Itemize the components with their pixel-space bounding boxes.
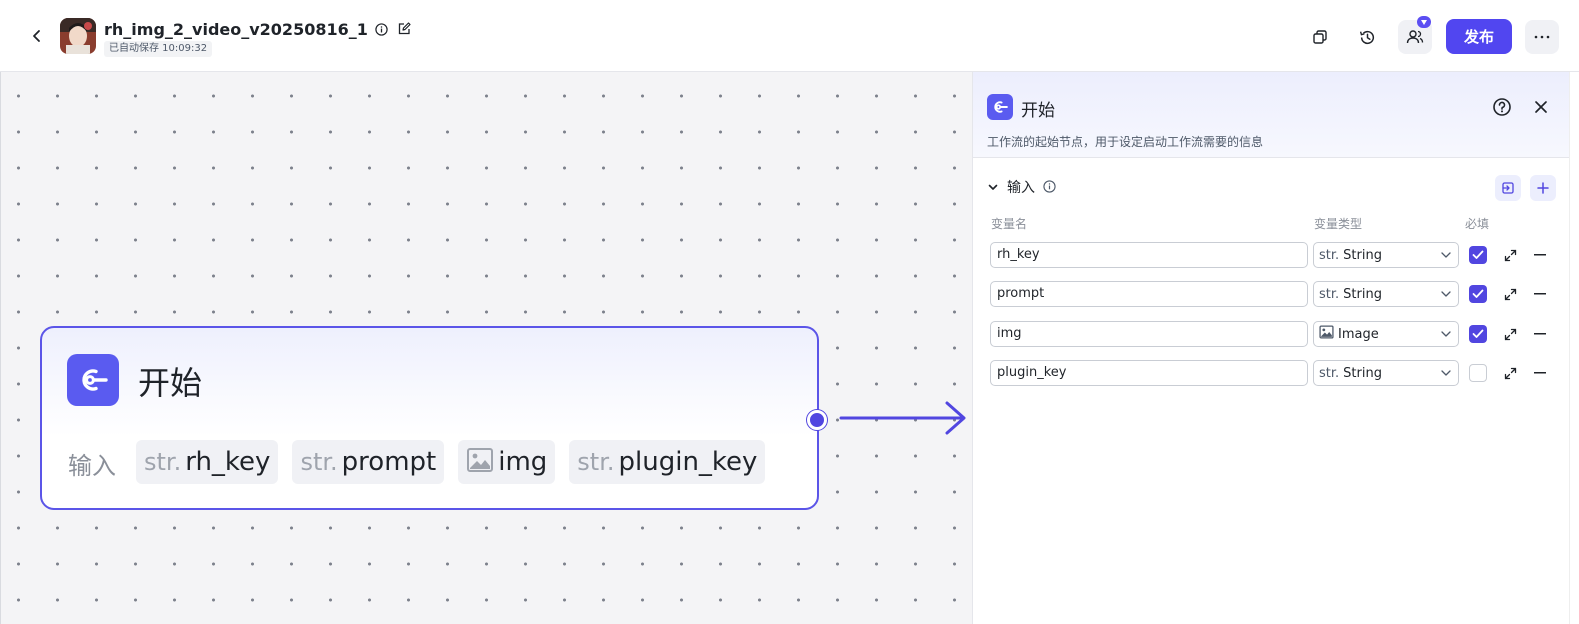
close-icon[interactable] [1530, 96, 1552, 118]
node-output-port[interactable] [807, 410, 827, 430]
variable-row: prompt str. String [973, 281, 1570, 307]
expand-icon[interactable] [1502, 286, 1518, 302]
string-type-label: str. [577, 448, 615, 476]
copy-icon[interactable] [1303, 20, 1337, 54]
image-icon [1319, 325, 1334, 343]
required-checkbox[interactable] [1469, 364, 1487, 382]
col-header-required: 必填 [1465, 217, 1490, 231]
node-settings-panel: 开始 工作流的起始节点，用于设定启动工作流需要的信息 输入 变量名 变量类型 必… [972, 72, 1579, 624]
col-header-type: 变量类型 [1314, 217, 1363, 231]
variable-row: rh_key str. String [973, 242, 1570, 268]
edit-icon[interactable] [396, 21, 412, 37]
variable-name-input[interactable]: prompt [990, 281, 1308, 307]
workflow-avatar [60, 18, 96, 54]
help-icon[interactable] [1491, 96, 1513, 118]
plus-icon [1537, 182, 1549, 194]
remove-icon[interactable] [1532, 326, 1548, 342]
more-icon[interactable] [1525, 20, 1559, 54]
input-section-title: 输入 [1007, 180, 1035, 196]
expand-icon[interactable] [1502, 247, 1518, 263]
string-type-label: str. [1319, 365, 1340, 381]
remove-icon[interactable] [1532, 365, 1548, 381]
string-type-label: str. [144, 448, 182, 476]
title-row: rh_img_2_video_v20250816_1 [104, 18, 412, 40]
connection-arrow[interactable] [839, 400, 971, 438]
workflow-canvas[interactable]: 开始 输入 str. rh_key str. prompt img str. p… [0, 72, 972, 624]
chevron-down-icon [1440, 288, 1452, 304]
string-type-label: str. [300, 448, 338, 476]
collaborators-button[interactable] [1398, 16, 1432, 54]
variable-type-select[interactable]: Image [1313, 321, 1459, 347]
variable-name-input[interactable]: plugin_key [990, 360, 1308, 386]
required-checkbox[interactable] [1469, 325, 1487, 343]
workflow-title: rh_img_2_video_v20250816_1 [104, 19, 368, 39]
import-icon[interactable] [1495, 175, 1521, 201]
users-icon [1406, 30, 1424, 44]
panel-description: 工作流的起始节点，用于设定启动工作流需要的信息 [987, 135, 1264, 149]
node-title: 开始 [138, 364, 203, 402]
variable-type-select[interactable]: str. String [1313, 242, 1459, 268]
publish-button[interactable]: 发布 [1446, 19, 1512, 54]
info-icon[interactable] [1043, 178, 1056, 197]
chevron-down-icon[interactable] [987, 178, 999, 197]
variable-row: plugin_key str. String [973, 360, 1570, 386]
back-icon[interactable] [27, 26, 47, 46]
remove-icon[interactable] [1532, 286, 1548, 302]
expand-icon[interactable] [1502, 326, 1518, 342]
variable-name-input[interactable]: rh_key [990, 242, 1308, 268]
string-type-label: str. [1319, 247, 1340, 263]
expand-icon[interactable] [1502, 365, 1518, 381]
variable-type-select[interactable]: str. String [1313, 360, 1459, 386]
variable-type-select[interactable]: str. String [1313, 281, 1459, 307]
info-icon[interactable] [374, 21, 390, 37]
start-node-icon [67, 354, 119, 406]
string-type-label: str. [1319, 286, 1340, 302]
add-variable-button[interactable] [1530, 175, 1556, 201]
start-node-icon [987, 94, 1013, 120]
panel-title: 开始 [1021, 101, 1055, 121]
node-input-label: 输入 [68, 452, 116, 480]
input-section-header[interactable]: 输入 [987, 176, 1056, 198]
input-chip-img: img [458, 440, 556, 484]
chevron-down-icon [1440, 328, 1452, 344]
node-input-chips: str. rh_key str. prompt img str. plugin_… [136, 440, 766, 484]
variable-row: img Image [973, 321, 1570, 347]
notification-badge [1417, 16, 1431, 28]
input-chip-prompt: str. prompt [292, 440, 445, 484]
top-bar: rh_img_2_video_v20250816_1 已自动保存 10:09:3… [0, 0, 1579, 72]
required-checkbox[interactable] [1469, 285, 1487, 303]
variable-name-input[interactable]: img [990, 321, 1308, 347]
input-chip-plugin-key: str. plugin_key [569, 440, 766, 484]
chevron-down-icon [1440, 249, 1452, 265]
panel-scrollbar[interactable] [1569, 72, 1579, 624]
autosave-status: 已自动保存 10:09:32 [104, 41, 213, 57]
required-checkbox[interactable] [1469, 246, 1487, 264]
remove-icon[interactable] [1532, 247, 1548, 263]
chevron-down-icon [1440, 367, 1452, 383]
history-icon[interactable] [1350, 20, 1384, 54]
start-node[interactable]: 开始 输入 str. rh_key str. prompt img str. p… [40, 326, 819, 510]
panel-header: 开始 工作流的起始节点，用于设定启动工作流需要的信息 [973, 72, 1570, 158]
image-icon [466, 447, 494, 477]
col-header-name: 变量名 [991, 217, 1028, 231]
input-chip-rh-key: str. rh_key [136, 440, 279, 484]
